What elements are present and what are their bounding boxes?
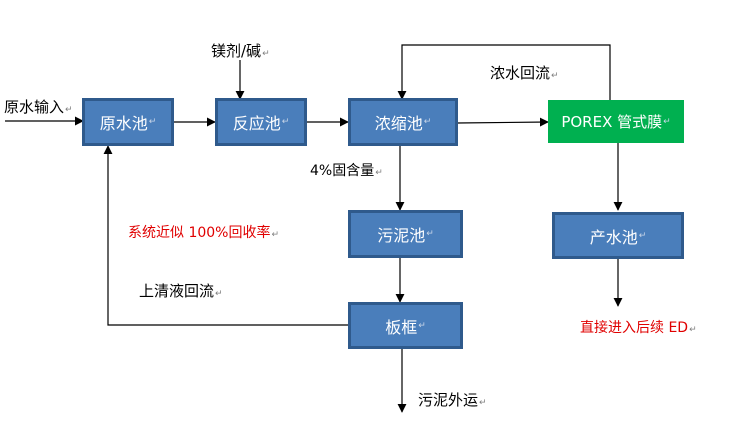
raw-water-input-text: 原水输入 xyxy=(4,98,65,116)
paragraph-mark: ↵ xyxy=(426,229,434,239)
concentrate-pool-node: 浓缩池↵ xyxy=(348,98,458,146)
paragraph-mark: ↵ xyxy=(423,117,432,127)
paragraph-mark: ↵ xyxy=(418,320,426,331)
solids-content-text: 4%固含量 xyxy=(310,163,375,179)
direct-to-ed-text: 直接进入后续 ED xyxy=(580,320,689,336)
sludge-pool-label: 污泥池 xyxy=(377,226,426,245)
porex-membrane-label: POREX 管式膜 xyxy=(561,113,663,131)
paragraph-mark: ↵ xyxy=(281,117,290,127)
sludge-out-text: 污泥外运 xyxy=(418,391,479,409)
arrow-porex-return xyxy=(397,44,611,100)
sludge-pool-node: 污泥池↵ xyxy=(348,210,463,258)
product-water-pool-node: 产水池↵ xyxy=(552,212,684,259)
concentrate-pool-label: 浓缩池 xyxy=(374,114,423,133)
concentrate-return-label: 浓水回流↵ xyxy=(490,64,559,85)
paragraph-mark: ↵ xyxy=(479,398,487,408)
sludge-out-label: 污泥外运↵ xyxy=(418,391,487,412)
mg-alkali-label: 镁剂/碱↵ xyxy=(211,42,270,63)
supernatant-return-label: 上清液回流↵ xyxy=(139,282,223,303)
reaction-pool-node: 反应池↵ xyxy=(215,98,307,146)
paragraph-mark: ↵ xyxy=(663,116,671,127)
direct-to-ed-note: 直接进入后续 ED↵ xyxy=(580,319,697,339)
recovery-rate-text: 系统近似 100%回收率 xyxy=(128,225,271,241)
paragraph-mark: ↵ xyxy=(65,105,73,115)
mg-alkali-text: 镁剂/碱 xyxy=(211,42,262,60)
reaction-pool-label: 反应池 xyxy=(232,114,281,133)
arrow-concentrate-to-porex xyxy=(456,117,549,127)
concentrate-return-text: 浓水回流 xyxy=(490,64,551,82)
raw-water-pool-label: 原水池 xyxy=(99,114,148,133)
paragraph-mark: ↵ xyxy=(271,230,280,240)
paragraph-mark: ↵ xyxy=(638,230,647,241)
paragraph-mark: ↵ xyxy=(148,117,157,127)
paragraph-mark: ↵ xyxy=(551,71,559,81)
raw-water-pool-node: 原水池↵ xyxy=(82,98,174,146)
paragraph-mark: ↵ xyxy=(375,168,383,178)
solids-content-label: 4%固含量↵ xyxy=(310,162,383,182)
paragraph-mark: ↵ xyxy=(689,325,697,335)
supernatant-return-text: 上清液回流 xyxy=(139,282,215,300)
arrow-supernatant-return xyxy=(103,145,349,326)
paragraph-mark: ↵ xyxy=(215,289,223,299)
filter-press-node: 板框↵ xyxy=(348,302,463,349)
raw-water-input-label: 原水输入↵ xyxy=(4,98,73,119)
paragraph-mark: ↵ xyxy=(262,49,270,59)
filter-press-label: 板框 xyxy=(385,317,418,337)
porex-membrane-node: POREX 管式膜↵ xyxy=(548,100,684,143)
recovery-rate-note: 系统近似 100%回收率↵ xyxy=(128,224,279,244)
product-water-pool-label: 产水池 xyxy=(589,227,638,247)
